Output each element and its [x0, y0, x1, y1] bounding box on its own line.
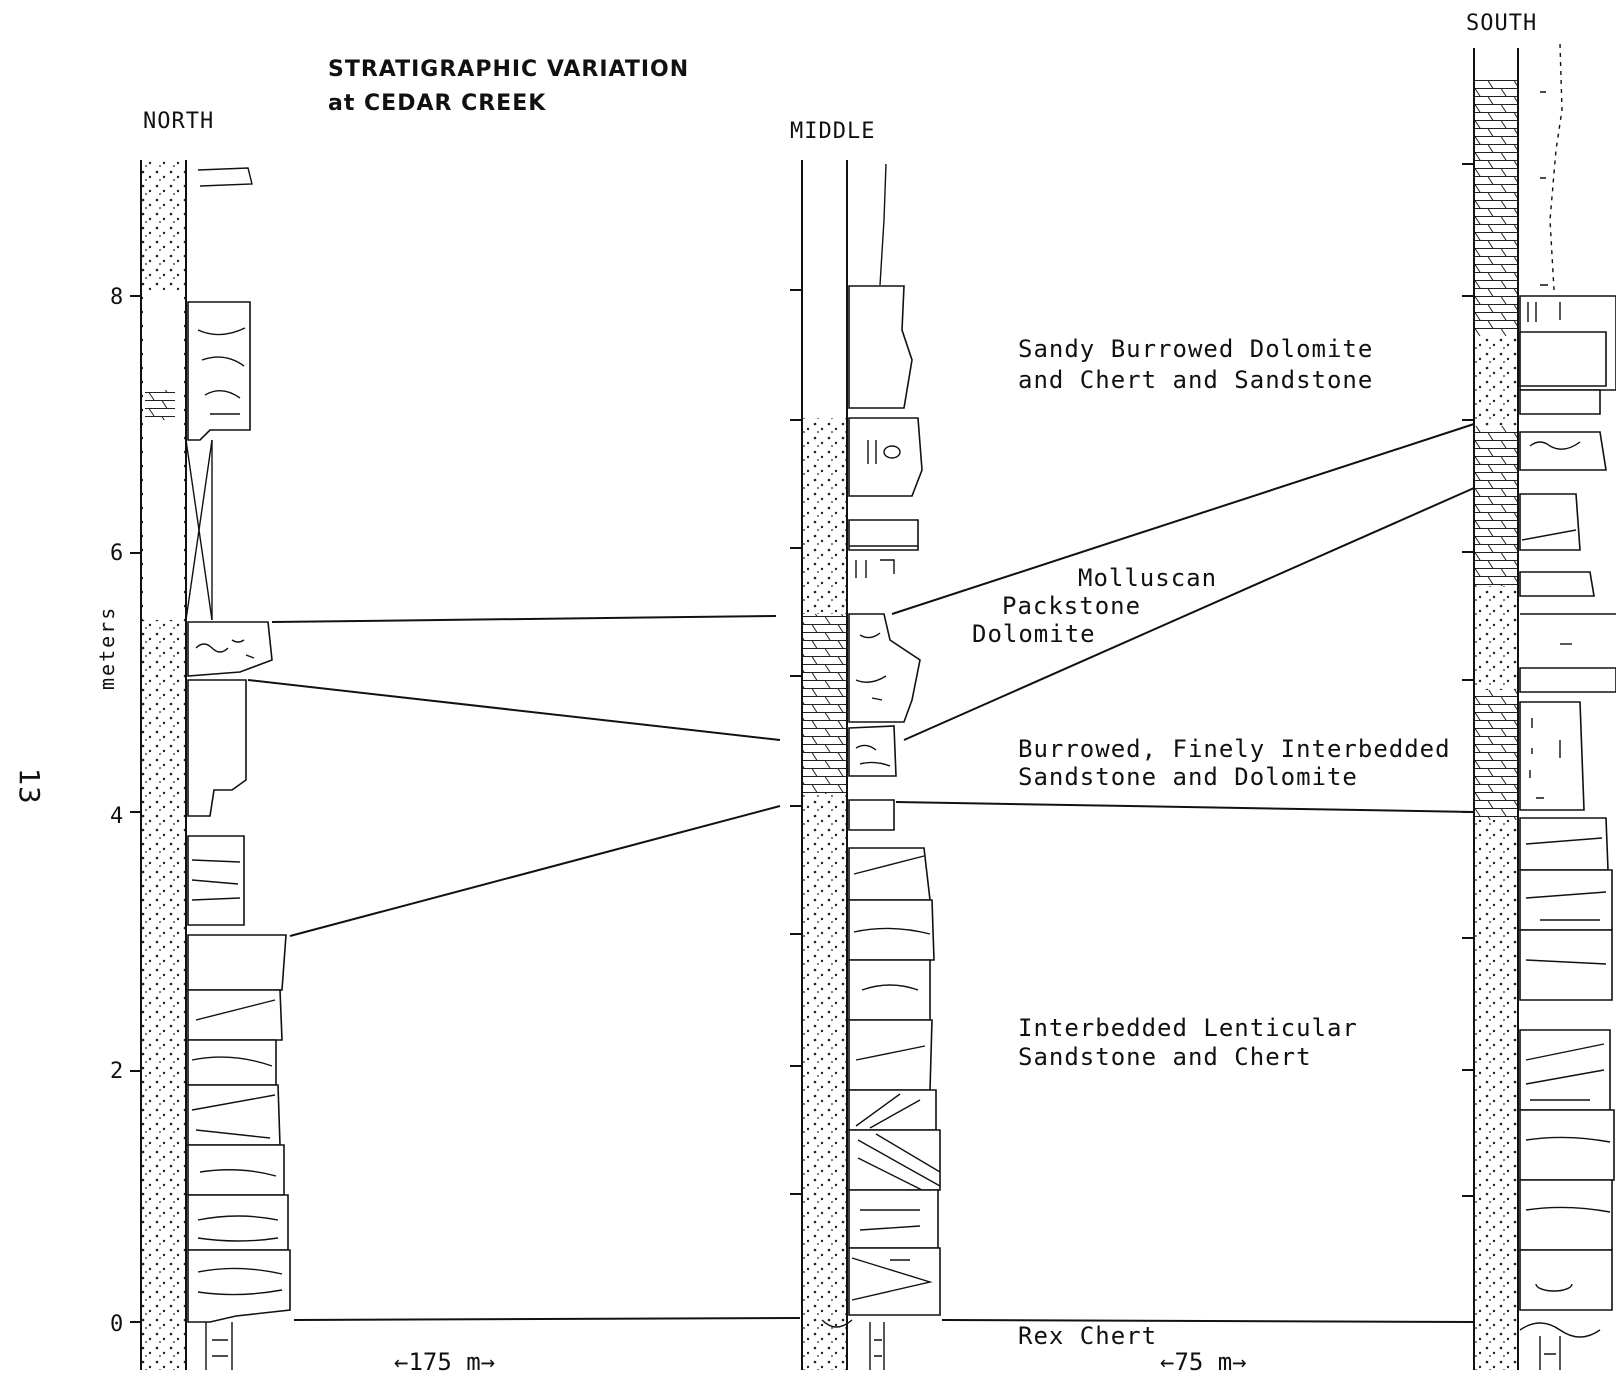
unit-sandy-burrowed-line-1: Sandy Burrowed Dolomite	[1018, 335, 1373, 363]
tick-label-2: 2	[110, 1059, 123, 1084]
unit-lenticular-line-1: Interbedded Lenticular	[1018, 1014, 1358, 1042]
tick-label-0: 0	[110, 1312, 123, 1337]
y-axis-ticks: 0 2 4 6 8	[110, 285, 123, 1337]
unit-molluscan-line-1: Molluscan	[1078, 564, 1217, 592]
tick-label-8: 8	[110, 285, 123, 310]
unit-rex-chert: Rex Chert	[1018, 1322, 1157, 1350]
title-line-2: at CEDAR CREEK	[328, 91, 546, 116]
title-line-1: STRATIGRAPHIC VARIATION	[328, 57, 689, 82]
unit-burrowed-line-2: Sandstone and Dolomite	[1018, 763, 1358, 791]
column-label-middle: MIDDLE	[790, 119, 875, 144]
diagram-title: STRATIGRAPHIC VARIATION at CEDAR CREEK	[328, 57, 689, 116]
unit-molluscan-line-2: Packstone	[1002, 592, 1141, 620]
distance-middle-south: ←75 m→	[1160, 1348, 1247, 1376]
column-label-south: SOUTH	[1466, 11, 1537, 36]
column-label-north: NORTH	[143, 109, 214, 134]
page-number: 13	[13, 768, 46, 804]
unit-burrowed-line-1: Burrowed, Finely Interbedded	[1018, 735, 1451, 763]
south-section	[1462, 44, 1616, 1370]
unit-labels: Sandy Burrowed Dolomite and Chert and Sa…	[972, 335, 1451, 1350]
middle-section	[790, 160, 940, 1370]
north-section	[130, 160, 290, 1370]
tick-label-4: 4	[110, 804, 123, 829]
unit-lenticular-line-2: Sandstone and Chert	[1018, 1043, 1312, 1071]
unit-molluscan-line-3: Dolomite	[972, 620, 1096, 648]
tick-label-6: 6	[110, 541, 123, 566]
unit-sandy-burrowed-line-2: and Chert and Sandstone	[1018, 366, 1373, 394]
distance-north-middle: ←175 m→	[394, 1348, 495, 1376]
y-axis-label: meters	[95, 606, 119, 690]
